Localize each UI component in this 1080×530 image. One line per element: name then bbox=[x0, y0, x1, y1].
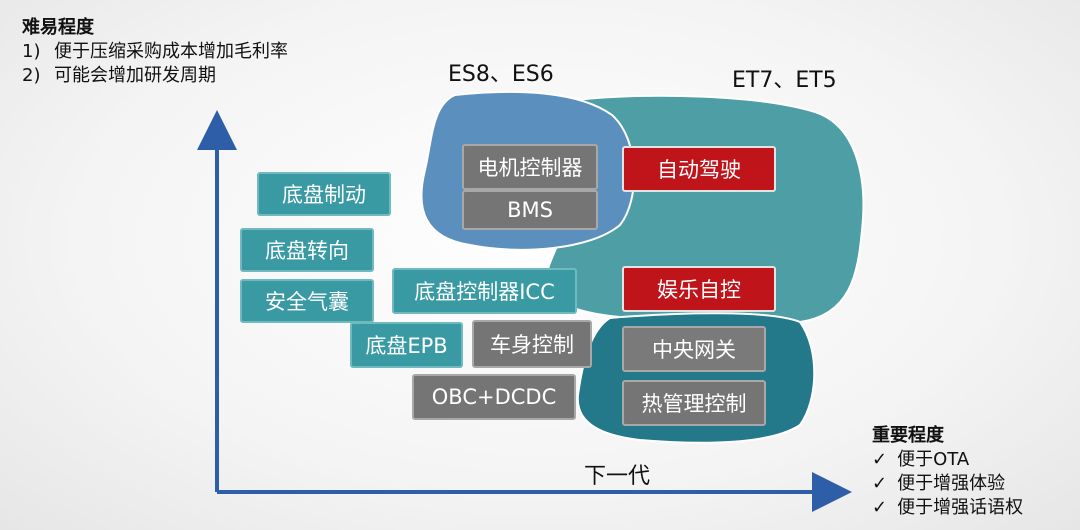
importance-notes: 重要程度 ✓ 便于OTA ✓ 便于增强体验 ✓ 便于增强话语权 bbox=[872, 424, 1023, 520]
difficulty-item-text: 可能会增加研发周期 bbox=[54, 65, 216, 86]
difficulty-item-text: 便于压缩采购成本增加毛利率 bbox=[54, 41, 288, 62]
difficulty-title: 难易程度 bbox=[22, 17, 94, 38]
box-autopilot: 自动驾驶 bbox=[622, 146, 776, 192]
box-chassis-icc: 底盘控制器ICC bbox=[392, 268, 577, 314]
box-infotainment: 娱乐自控 bbox=[622, 266, 776, 312]
et-region-label: ET7、ET5 bbox=[732, 68, 837, 93]
difficulty-item: 2) 可能会增加研发周期 bbox=[22, 64, 288, 88]
importance-item-text: 便于增强话语权 bbox=[897, 497, 1024, 518]
importance-item: ✓ 便于OTA bbox=[872, 448, 1023, 472]
check-icon: ✓ bbox=[872, 473, 888, 494]
difficulty-item: 1) 便于压缩采购成本增加毛利率 bbox=[22, 40, 288, 64]
x-axis-label: 下一代 bbox=[584, 464, 651, 489]
box-chassis-steer: 底盘转向 bbox=[240, 228, 374, 272]
box-motor-ctrl: 电机控制器 bbox=[462, 144, 598, 190]
importance-item-text: 便于OTA bbox=[897, 449, 970, 470]
check-icon: ✓ bbox=[872, 497, 888, 518]
importance-item: ✓ 便于增强体验 bbox=[872, 472, 1023, 496]
importance-item-text: 便于增强体验 bbox=[897, 473, 1006, 494]
box-airbag: 安全气囊 bbox=[240, 279, 374, 323]
box-bms: BMS bbox=[462, 190, 598, 230]
box-body-ctrl: 车身控制 bbox=[472, 320, 592, 368]
difficulty-item-number: 1) bbox=[22, 41, 41, 62]
box-thermal: 热管理控制 bbox=[622, 380, 766, 426]
check-icon: ✓ bbox=[872, 449, 888, 470]
box-chassis-brake: 底盘制动 bbox=[257, 172, 391, 216]
difficulty-notes: 难易程度 1) 便于压缩采购成本增加毛利率 2) 可能会增加研发周期 bbox=[22, 16, 288, 88]
box-obc-dcdc: OBC+DCDC bbox=[412, 374, 576, 420]
difficulty-item-number: 2) bbox=[22, 65, 41, 86]
importance-title: 重要程度 bbox=[872, 425, 944, 446]
box-chassis-epb: 底盘EPB bbox=[350, 322, 463, 368]
es-region-label: ES8、ES6 bbox=[448, 62, 554, 87]
box-gateway: 中央网关 bbox=[622, 326, 766, 372]
importance-item: ✓ 便于增强话语权 bbox=[872, 496, 1023, 520]
